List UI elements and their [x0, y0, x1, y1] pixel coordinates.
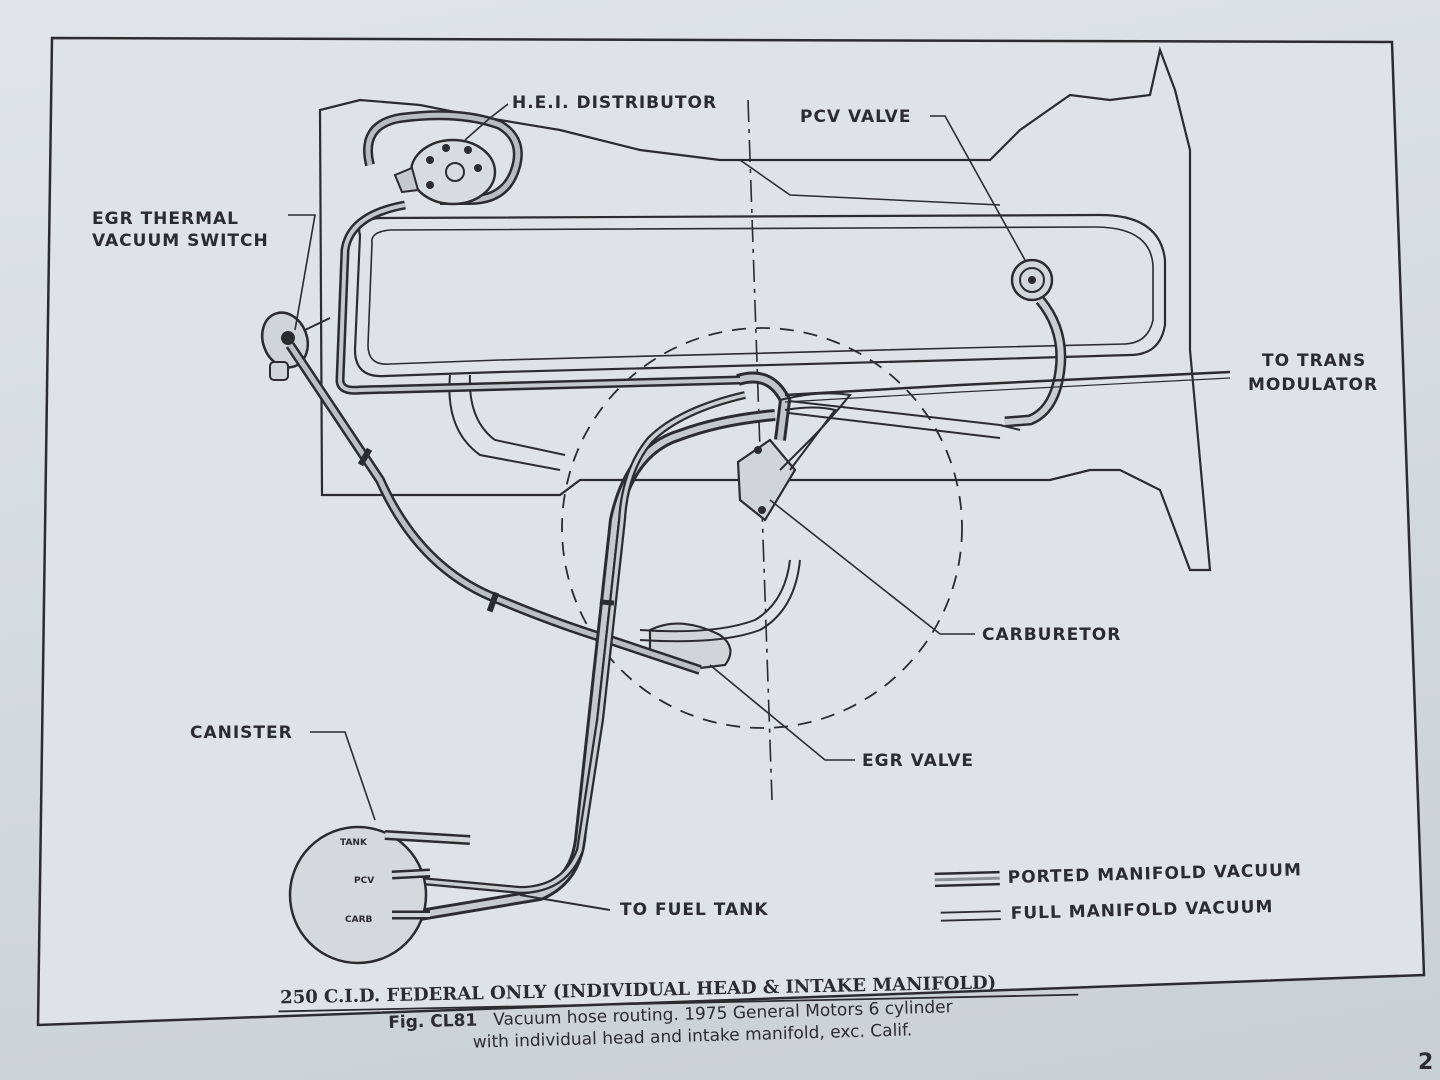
canister: TANK PCV CARB: [288, 825, 471, 965]
diagram-frame: [36, 36, 1426, 1027]
label-egr-valve: EGR VALVE: [862, 751, 974, 771]
label-egr-thermal-2: VACUUM SWITCH: [92, 231, 269, 251]
canister-port-tank: TANK: [340, 838, 368, 848]
carburetor: [736, 371, 797, 522]
label-canister: CANISTER: [190, 723, 293, 743]
figure-number: Fig. CL81: [388, 1010, 478, 1033]
engine-outline: [318, 46, 1212, 572]
hei-distributor: [363, 110, 523, 206]
ported-vacuum-hoses: [285, 200, 776, 921]
canister-port-pcv: PCV: [354, 876, 374, 886]
page-number: 2: [1418, 1050, 1434, 1075]
full-vacuum-hoses: [639, 392, 852, 643]
label-carburetor: CARBURETOR: [982, 625, 1121, 645]
carburetor-zone: [561, 327, 963, 729]
leader-lines: [288, 103, 1026, 821]
hose-joints: [357, 447, 615, 613]
label-to-fuel-tank: TO FUEL TANK: [620, 900, 769, 920]
label-to-trans-1: TO TRANS: [1262, 351, 1366, 371]
canister-port-carb: CARB: [345, 915, 373, 925]
label-pcv-valve: PCV VALVE: [800, 107, 911, 127]
label-to-trans-2: MODULATOR: [1248, 375, 1378, 395]
label-egr-thermal-1: EGR THERMAL: [92, 209, 239, 229]
pcv-valve: [1004, 258, 1067, 428]
label-hei-distributor: H.E.I. DISTRIBUTOR: [512, 93, 717, 113]
trans-modulator-line: [784, 370, 1231, 403]
fuel-tank-line: [519, 894, 611, 911]
